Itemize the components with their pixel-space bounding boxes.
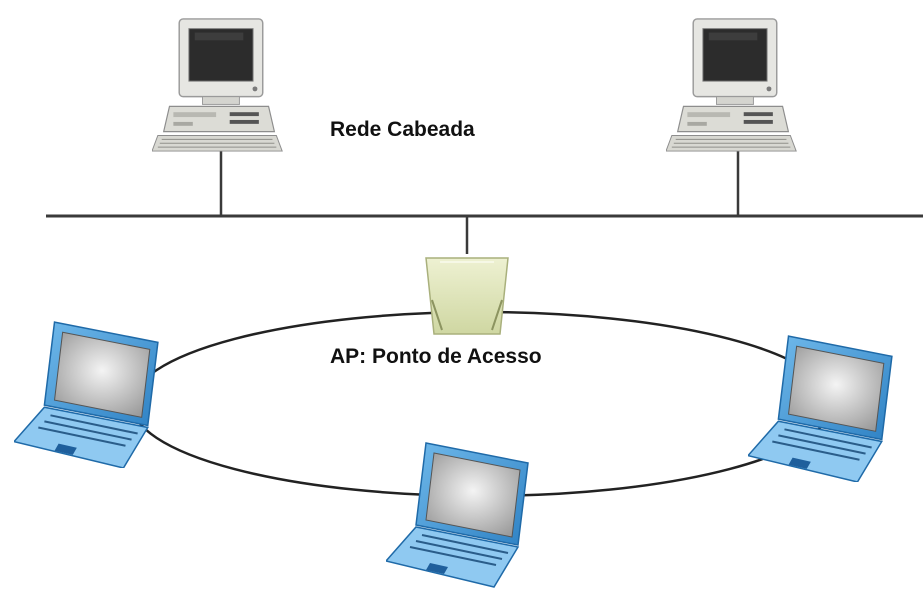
wired-network-label: Rede Cabeada — [330, 118, 475, 141]
laptop-icon — [14, 321, 159, 468]
access-point-label: AP: Ponto de Acesso — [330, 345, 542, 368]
desktop-computer-icon — [666, 18, 797, 152]
laptop-icon — [386, 441, 530, 588]
access-point-icon — [425, 257, 509, 335]
laptop-icon — [748, 335, 893, 482]
desktop-computer-icon — [152, 18, 283, 152]
wired-cabling — [46, 150, 923, 254]
